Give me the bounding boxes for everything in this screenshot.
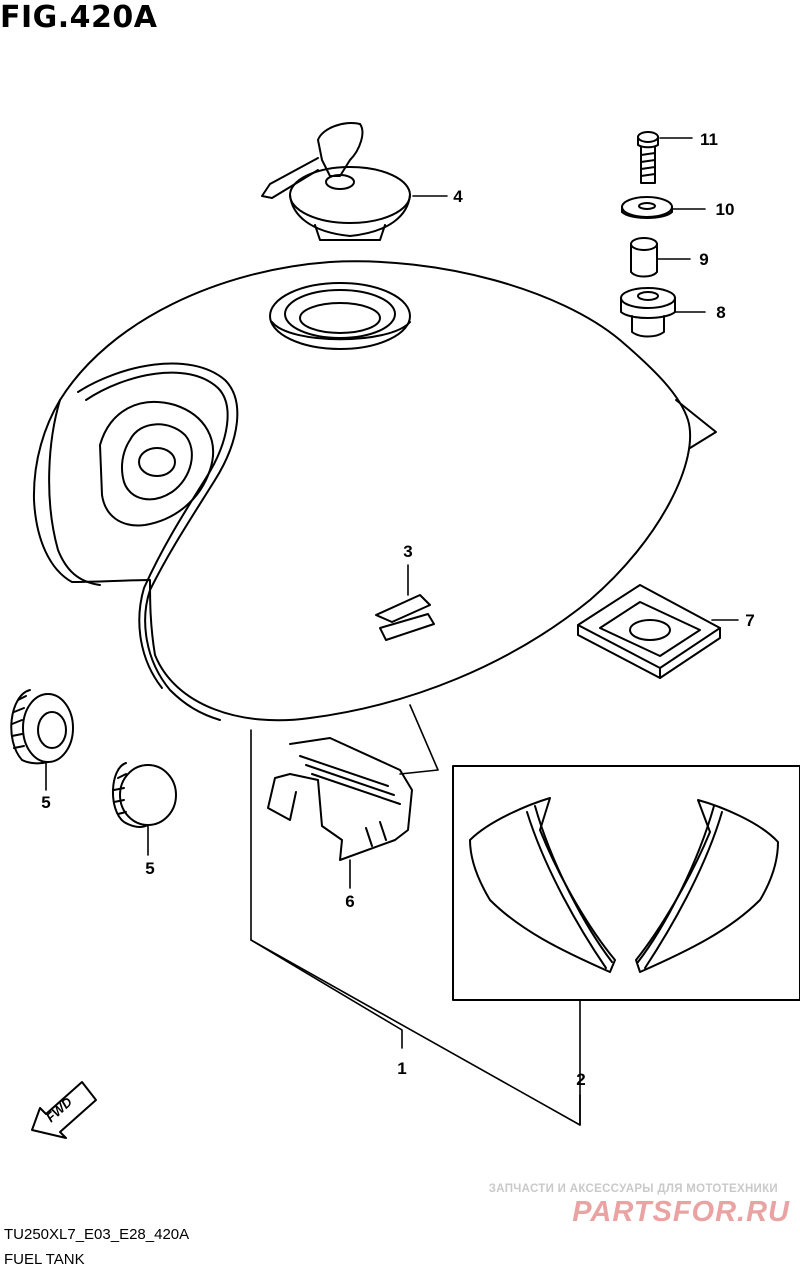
front-edge — [48, 399, 101, 586]
collar[interactable] — [630, 237, 658, 278]
fwd-arrow-label: FWD — [43, 1094, 75, 1125]
side-lock-core — [138, 447, 176, 477]
fwd-arrow: FWD — [31, 1081, 97, 1139]
mounting-hardware — [620, 131, 676, 338]
side-lock-mount — [121, 423, 193, 501]
side-cap-left[interactable] — [10, 689, 74, 765]
callout-2[interactable]: 2 — [576, 1070, 585, 1089]
filler-neck-ridge — [271, 321, 411, 341]
leader-lines — [45, 137, 739, 1126]
side-cap-right[interactable] — [111, 762, 177, 828]
cushion[interactable] — [620, 287, 676, 338]
tank-rear-tab — [675, 399, 717, 449]
callout-5-right[interactable]: 5 — [145, 859, 154, 878]
assembly-name: FUEL TANK — [4, 1251, 85, 1268]
knee-panel-inner — [85, 371, 229, 689]
filler-neck-mid — [284, 289, 396, 339]
callout-11[interactable]: 11 — [700, 130, 718, 149]
rubber-pad[interactable] — [577, 584, 721, 679]
mounting-bracket[interactable] — [267, 737, 413, 861]
callout-9[interactable]: 9 — [699, 250, 708, 269]
fuel-cap-base — [314, 224, 386, 241]
side-recess — [99, 400, 215, 527]
fuel-cap-lock — [325, 174, 355, 190]
fuel-cap-body — [289, 194, 411, 237]
decal-set-frame — [452, 765, 800, 1001]
callout-5-left[interactable]: 5 — [41, 793, 50, 812]
knee-panel-outline — [77, 362, 239, 721]
decal-right[interactable] — [635, 799, 779, 973]
callout-6[interactable]: 6 — [345, 892, 354, 911]
key-blade — [261, 157, 319, 199]
watermark-tagline: ЗАПЧАСТИ И АКСЕССУАРЫ ДЛЯ МОТОТЕХНИКИ — [488, 1183, 778, 1195]
figure-title: FIG.420A — [0, 0, 158, 35]
washer[interactable] — [621, 196, 673, 219]
filler-neck-inner — [299, 302, 381, 334]
callout-7[interactable]: 7 — [745, 611, 754, 630]
bolt[interactable] — [637, 131, 659, 184]
decal-left[interactable] — [469, 797, 616, 973]
tank-emblem[interactable] — [375, 594, 435, 641]
fuel-tank[interactable] — [32, 260, 717, 722]
callout-3[interactable]: 3 — [403, 542, 412, 561]
callout-8[interactable]: 8 — [716, 303, 725, 322]
model-code: TU250XL7_E03_E28_420A — [4, 1226, 190, 1243]
fwd-arrow-shape — [31, 1081, 97, 1139]
watermark-brand: PARTSFOR.RU — [572, 1196, 790, 1228]
callout-4[interactable]: 4 — [453, 187, 463, 206]
key-head — [317, 122, 364, 177]
callout-10[interactable]: 10 — [716, 200, 735, 219]
callout-1[interactable]: 1 — [397, 1059, 406, 1078]
fuel-cap[interactable] — [261, 122, 411, 241]
fuel-tank-outline — [32, 260, 692, 722]
filler-neck-outer — [269, 282, 411, 350]
